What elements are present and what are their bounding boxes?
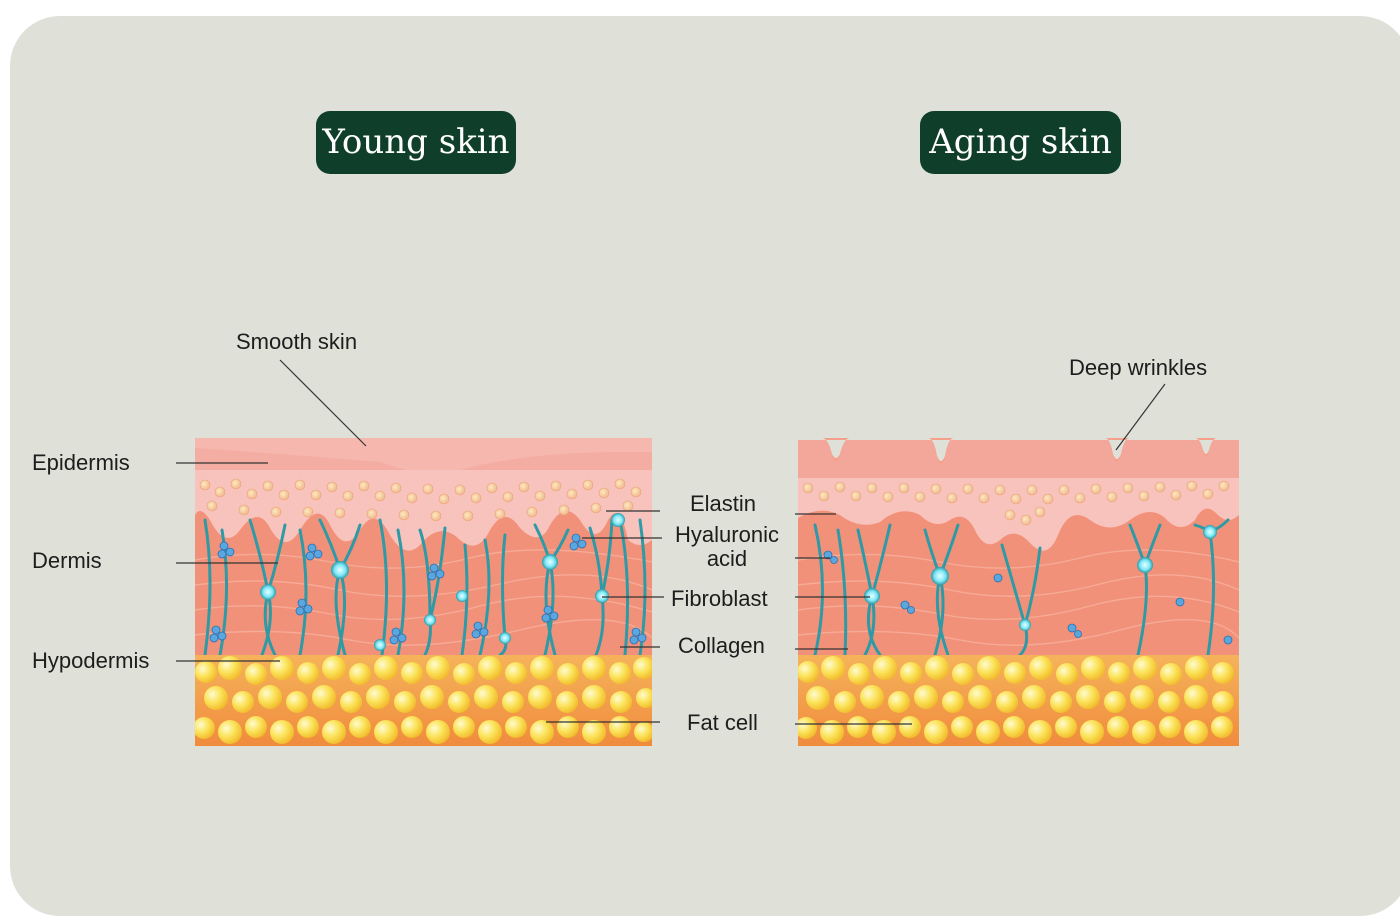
young-skin-section <box>193 438 656 746</box>
aging-skin-section <box>795 438 1239 746</box>
label-dermis: Dermis <box>32 548 102 574</box>
label-deep-wrinkles: Deep wrinkles <box>1069 355 1207 381</box>
label-elastin: Elastin <box>690 491 756 517</box>
aging-fat-cells <box>795 656 1234 744</box>
young-skin-title: Young skin <box>316 111 516 174</box>
leader-smooth-skin <box>280 360 366 446</box>
aging-skin-title: Aging skin <box>920 111 1121 174</box>
label-fibroblast: Fibroblast <box>671 586 768 612</box>
skin-diagram <box>0 0 1400 885</box>
label-hypodermis: Hypodermis <box>32 648 149 674</box>
label-smooth-skin: Smooth skin <box>236 329 357 355</box>
aging-epidermis <box>798 438 1239 480</box>
label-fat-cell: Fat cell <box>687 710 758 736</box>
label-hyaluronic-acid-line2: acid <box>666 546 788 572</box>
label-hyaluronic-acid-line1: Hyaluronic <box>666 522 788 548</box>
label-collagen: Collagen <box>678 633 765 659</box>
label-epidermis: Epidermis <box>32 450 130 476</box>
